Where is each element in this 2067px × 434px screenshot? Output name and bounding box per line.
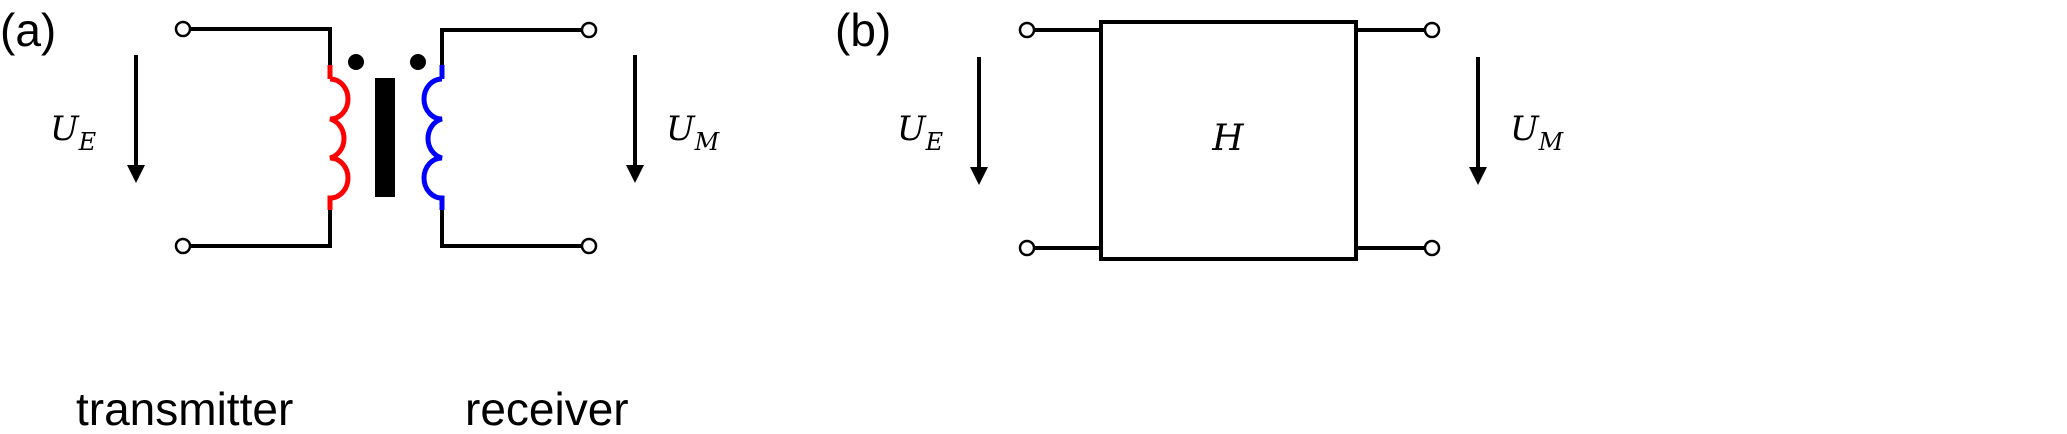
transmitter-label: transmitter [76,383,293,434]
output-terminal-bottom-b [1423,239,1441,257]
input-terminal-bottom [174,237,192,255]
secondary-coil [421,65,445,210]
output-terminal-top [580,21,598,39]
panel-b: (b) UE H UM [835,4,1565,261]
transfer-function-block [1099,20,1358,261]
secondary-dot-marker [410,54,426,70]
input-terminal-bottom-b [1018,239,1036,257]
panel-b-label: (b) [835,4,891,56]
transfer-function-label: H [1211,118,1244,159]
output-voltage-label: UM [666,109,721,156]
output-voltage-arrow-b [1469,57,1487,185]
receiver-label: receiver [465,383,629,434]
input-voltage-arrow [127,55,145,183]
input-terminal-top-b [1018,21,1036,39]
primary-wire-top [190,27,332,65]
transformer-core [375,78,395,197]
secondary-wire-bottom [440,210,582,248]
input-terminal-top [174,20,192,38]
input-voltage-label-b: UE [897,109,944,156]
output-terminal-bottom [580,237,598,255]
primary-coil [327,65,351,210]
input-voltage-label: UE [50,109,97,156]
output-terminal-top-b [1423,21,1441,39]
primary-wire-bottom [190,210,332,248]
secondary-wire-top [440,28,582,65]
output-voltage-label-b: UM [1510,109,1565,156]
panel-a-label: (a) [0,4,56,56]
input-voltage-arrow-b [970,57,988,185]
panel-a: (a) UE UM transmitter receiver [0,4,721,434]
primary-dot-marker [348,54,364,70]
output-voltage-arrow [626,55,644,183]
